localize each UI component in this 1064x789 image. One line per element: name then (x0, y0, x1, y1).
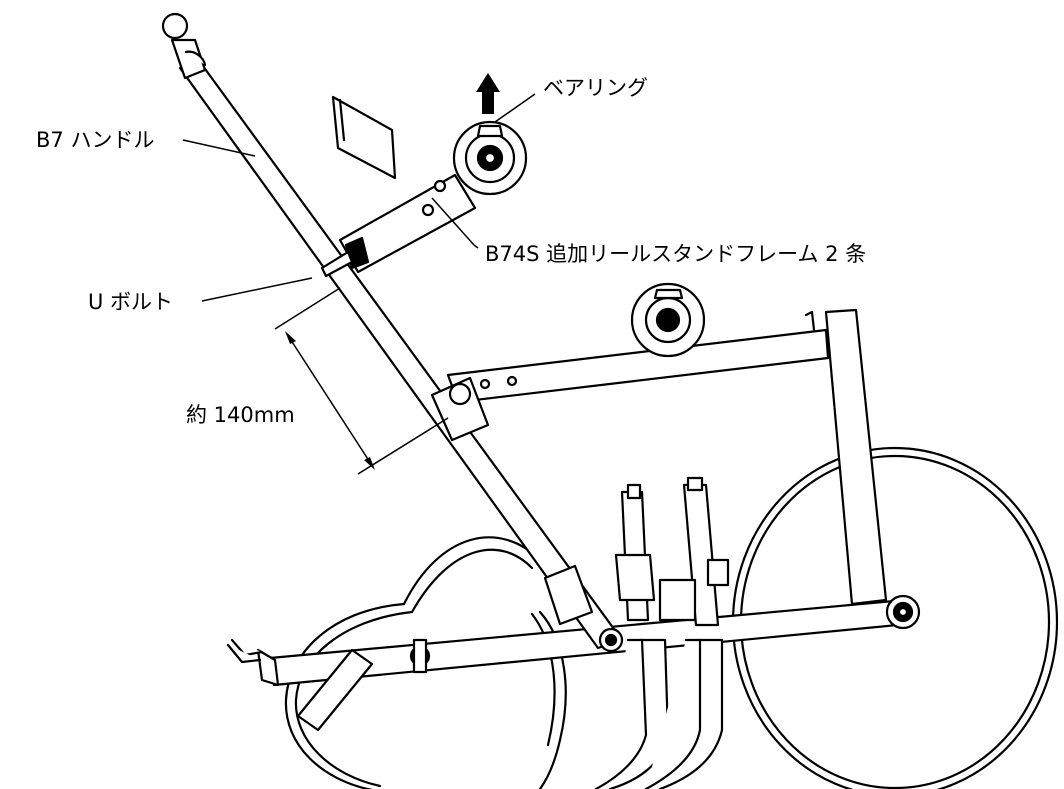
u-bolt (320, 250, 354, 278)
reel-stand-frame-label: B74S 追加リールスタンドフレーム 2 条 (485, 242, 867, 266)
dimension-label: 約 140mm (186, 403, 295, 427)
leader-lines (182, 93, 536, 475)
rear-post (804, 308, 921, 630)
up-arrow (476, 73, 500, 114)
dimension-arrowheads (285, 331, 375, 470)
u-bolt-label: U ボルト (88, 290, 174, 314)
handle-tube (161, 12, 624, 653)
handle-label: B7 ハンドル (36, 128, 155, 152)
bearing-label: ベアリング (543, 76, 648, 100)
lower-left-bracket (296, 638, 431, 732)
lower-reel (630, 282, 706, 358)
reel-stand-frame (331, 95, 477, 274)
upper-reel (452, 120, 528, 196)
tines (594, 476, 730, 789)
